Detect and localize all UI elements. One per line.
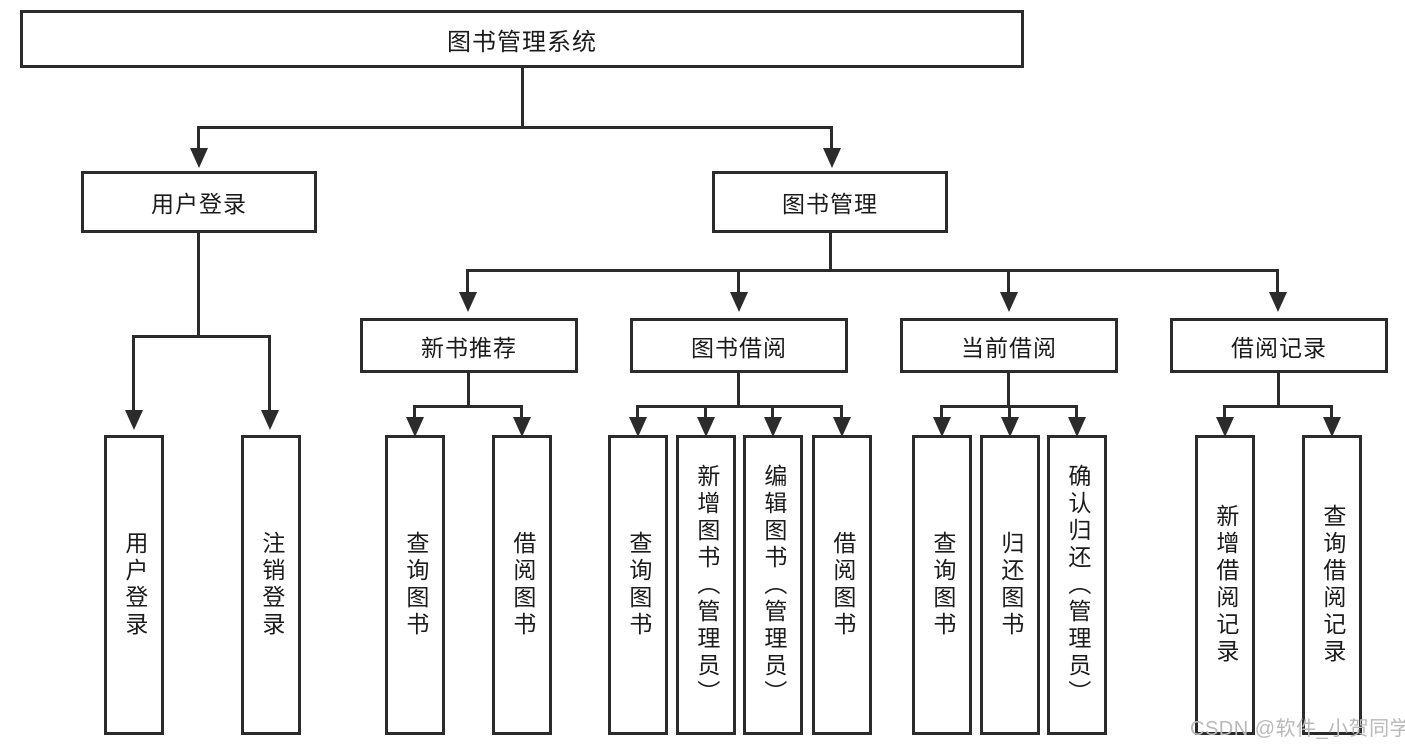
connector-book-borrow-stem (737, 373, 740, 407)
arrowhead-book-manage-to-new-book (459, 292, 477, 312)
connector-user-login-bar (132, 335, 271, 338)
connector-root-stem (521, 68, 524, 128)
connector-root-bar (197, 126, 833, 129)
arrowhead-new-book-to-leaf-1 (406, 417, 424, 437)
connector-book-manage-stem (829, 233, 832, 271)
node-current-borrow-label: 当前借阅 (961, 334, 1057, 361)
node-leaf-return-book-label: 归还图书 (997, 531, 1024, 639)
arrowhead-root-to-user-login (190, 148, 208, 168)
node-leaf-query-book-1-label: 查询图书 (402, 531, 429, 639)
node-book-manage-label: 图书管理 (782, 191, 878, 217)
node-leaf-user-login[interactable]: 用户登录 (104, 435, 164, 735)
arrowhead-book-borrow-to-leaf-3 (764, 417, 782, 437)
connector-book-manage-to-book-borrow (737, 269, 740, 294)
connector-book-borrow-bar (636, 405, 843, 408)
node-leaf-query-book-3-label: 查询图书 (929, 531, 956, 639)
node-leaf-confirm-return-label: 确认归还（管理员） (1064, 463, 1091, 707)
node-leaf-query-record[interactable]: 查询借阅记录 (1302, 435, 1362, 735)
node-leaf-borrow-book-1-label: 借阅图书 (509, 531, 536, 639)
connector-borrow-record-to-leaf-1 (1223, 405, 1226, 423)
connector-new-book-stem (467, 373, 470, 407)
node-book-manage[interactable]: 图书管理 (712, 171, 948, 233)
connector-new-book-to-leaf-2 (520, 405, 523, 423)
arrowhead-borrow-record-to-leaf-1 (1216, 417, 1234, 437)
connector-current-borrow-stem (1007, 373, 1010, 407)
connector-new-book-bar (413, 405, 523, 408)
node-leaf-edit-book-label: 编辑图书（管理员） (760, 463, 787, 707)
node-leaf-user-login-label: 用户登录 (121, 531, 148, 639)
watermark-text: CSDN @软件_小贺同学 (1190, 718, 1405, 740)
connector-borrow-record-bar (1223, 405, 1333, 408)
connector-new-book-to-leaf-1 (413, 405, 416, 423)
arrowhead-borrow-record-to-leaf-2 (1323, 417, 1341, 437)
node-new-book-recommend[interactable]: 新书推荐 (360, 318, 578, 373)
arrowhead-book-borrow-to-leaf-4 (833, 417, 851, 437)
node-root[interactable]: 图书管理系统 (20, 10, 1024, 68)
node-borrow-record-label: 借阅记录 (1231, 334, 1327, 361)
connector-borrow-record-to-leaf-2 (1330, 405, 1333, 423)
connector-book-borrow-to-leaf-2 (704, 405, 707, 423)
arrowhead-book-manage-to-book-borrow (730, 292, 748, 312)
connector-book-manage-to-current-borrow (1007, 269, 1010, 294)
arrowhead-user-login-to-leaf-2 (261, 410, 279, 430)
node-leaf-add-record[interactable]: 新增借阅记录 (1195, 435, 1255, 735)
node-leaf-query-book-1[interactable]: 查询图书 (385, 435, 445, 735)
arrowhead-new-book-to-leaf-2 (513, 417, 531, 437)
arrowhead-book-manage-to-current-borrow (1000, 292, 1018, 312)
node-leaf-add-book[interactable]: 新增图书（管理员） (676, 435, 736, 735)
node-leaf-query-book-3[interactable]: 查询图书 (912, 435, 972, 735)
arrowhead-current-borrow-to-leaf-3 (1068, 417, 1086, 437)
node-leaf-return-book[interactable]: 归还图书 (980, 435, 1040, 735)
arrowhead-book-borrow-to-leaf-2 (697, 417, 715, 437)
arrowhead-user-login-to-leaf-1 (125, 410, 143, 430)
node-leaf-query-record-label: 查询借阅记录 (1319, 504, 1346, 666)
node-book-borrow[interactable]: 图书借阅 (630, 318, 848, 373)
node-current-borrow[interactable]: 当前借阅 (900, 318, 1118, 373)
node-user-login-label: 用户登录 (151, 191, 247, 217)
connector-book-borrow-to-leaf-1 (636, 405, 639, 423)
connector-current-borrow-to-leaf-1 (940, 405, 943, 423)
connector-user-login-to-leaf-1 (132, 335, 135, 413)
connector-book-manage-to-borrow-record (1276, 269, 1279, 294)
arrowhead-root-to-book-manage (823, 148, 841, 168)
arrowhead-current-borrow-to-leaf-1 (933, 417, 951, 437)
connector-book-borrow-to-leaf-4 (840, 405, 843, 423)
connector-borrow-record-stem (1277, 373, 1280, 407)
node-leaf-borrow-book-2[interactable]: 借阅图书 (812, 435, 872, 735)
connector-book-manage-to-new-book (466, 269, 469, 294)
node-user-login[interactable]: 用户登录 (81, 171, 317, 233)
node-leaf-borrow-book-1[interactable]: 借阅图书 (492, 435, 552, 735)
node-leaf-logout-login-label: 注销登录 (258, 531, 285, 639)
node-root-label: 图书管理系统 (447, 28, 597, 56)
node-borrow-record[interactable]: 借阅记录 (1170, 318, 1388, 373)
node-new-book-recommend-label: 新书推荐 (421, 334, 517, 361)
arrowhead-book-manage-to-borrow-record (1269, 292, 1287, 312)
connector-root-to-book-manage (830, 126, 833, 151)
connector-current-borrow-to-leaf-2 (1008, 405, 1011, 423)
node-leaf-add-book-label: 新增图书（管理员） (693, 463, 720, 707)
node-leaf-logout-login[interactable]: 注销登录 (241, 435, 301, 735)
connector-user-login-stem (197, 233, 200, 337)
connector-user-login-to-leaf-2 (268, 335, 271, 413)
arrowhead-book-borrow-to-leaf-1 (629, 417, 647, 437)
node-book-borrow-label: 图书借阅 (691, 334, 787, 361)
node-leaf-borrow-book-2-label: 借阅图书 (829, 531, 856, 639)
connector-book-manage-bar (466, 269, 1278, 272)
node-leaf-query-book-2[interactable]: 查询图书 (608, 435, 668, 735)
node-leaf-add-record-label: 新增借阅记录 (1212, 504, 1239, 666)
node-leaf-edit-book[interactable]: 编辑图书（管理员） (743, 435, 803, 735)
connector-root-to-user-login (197, 126, 200, 151)
node-leaf-query-book-2-label: 查询图书 (625, 531, 652, 639)
node-leaf-confirm-return[interactable]: 确认归还（管理员） (1047, 435, 1107, 735)
connector-book-borrow-to-leaf-3 (771, 405, 774, 423)
arrowhead-current-borrow-to-leaf-2 (1001, 417, 1019, 437)
connector-current-borrow-to-leaf-3 (1075, 405, 1078, 423)
